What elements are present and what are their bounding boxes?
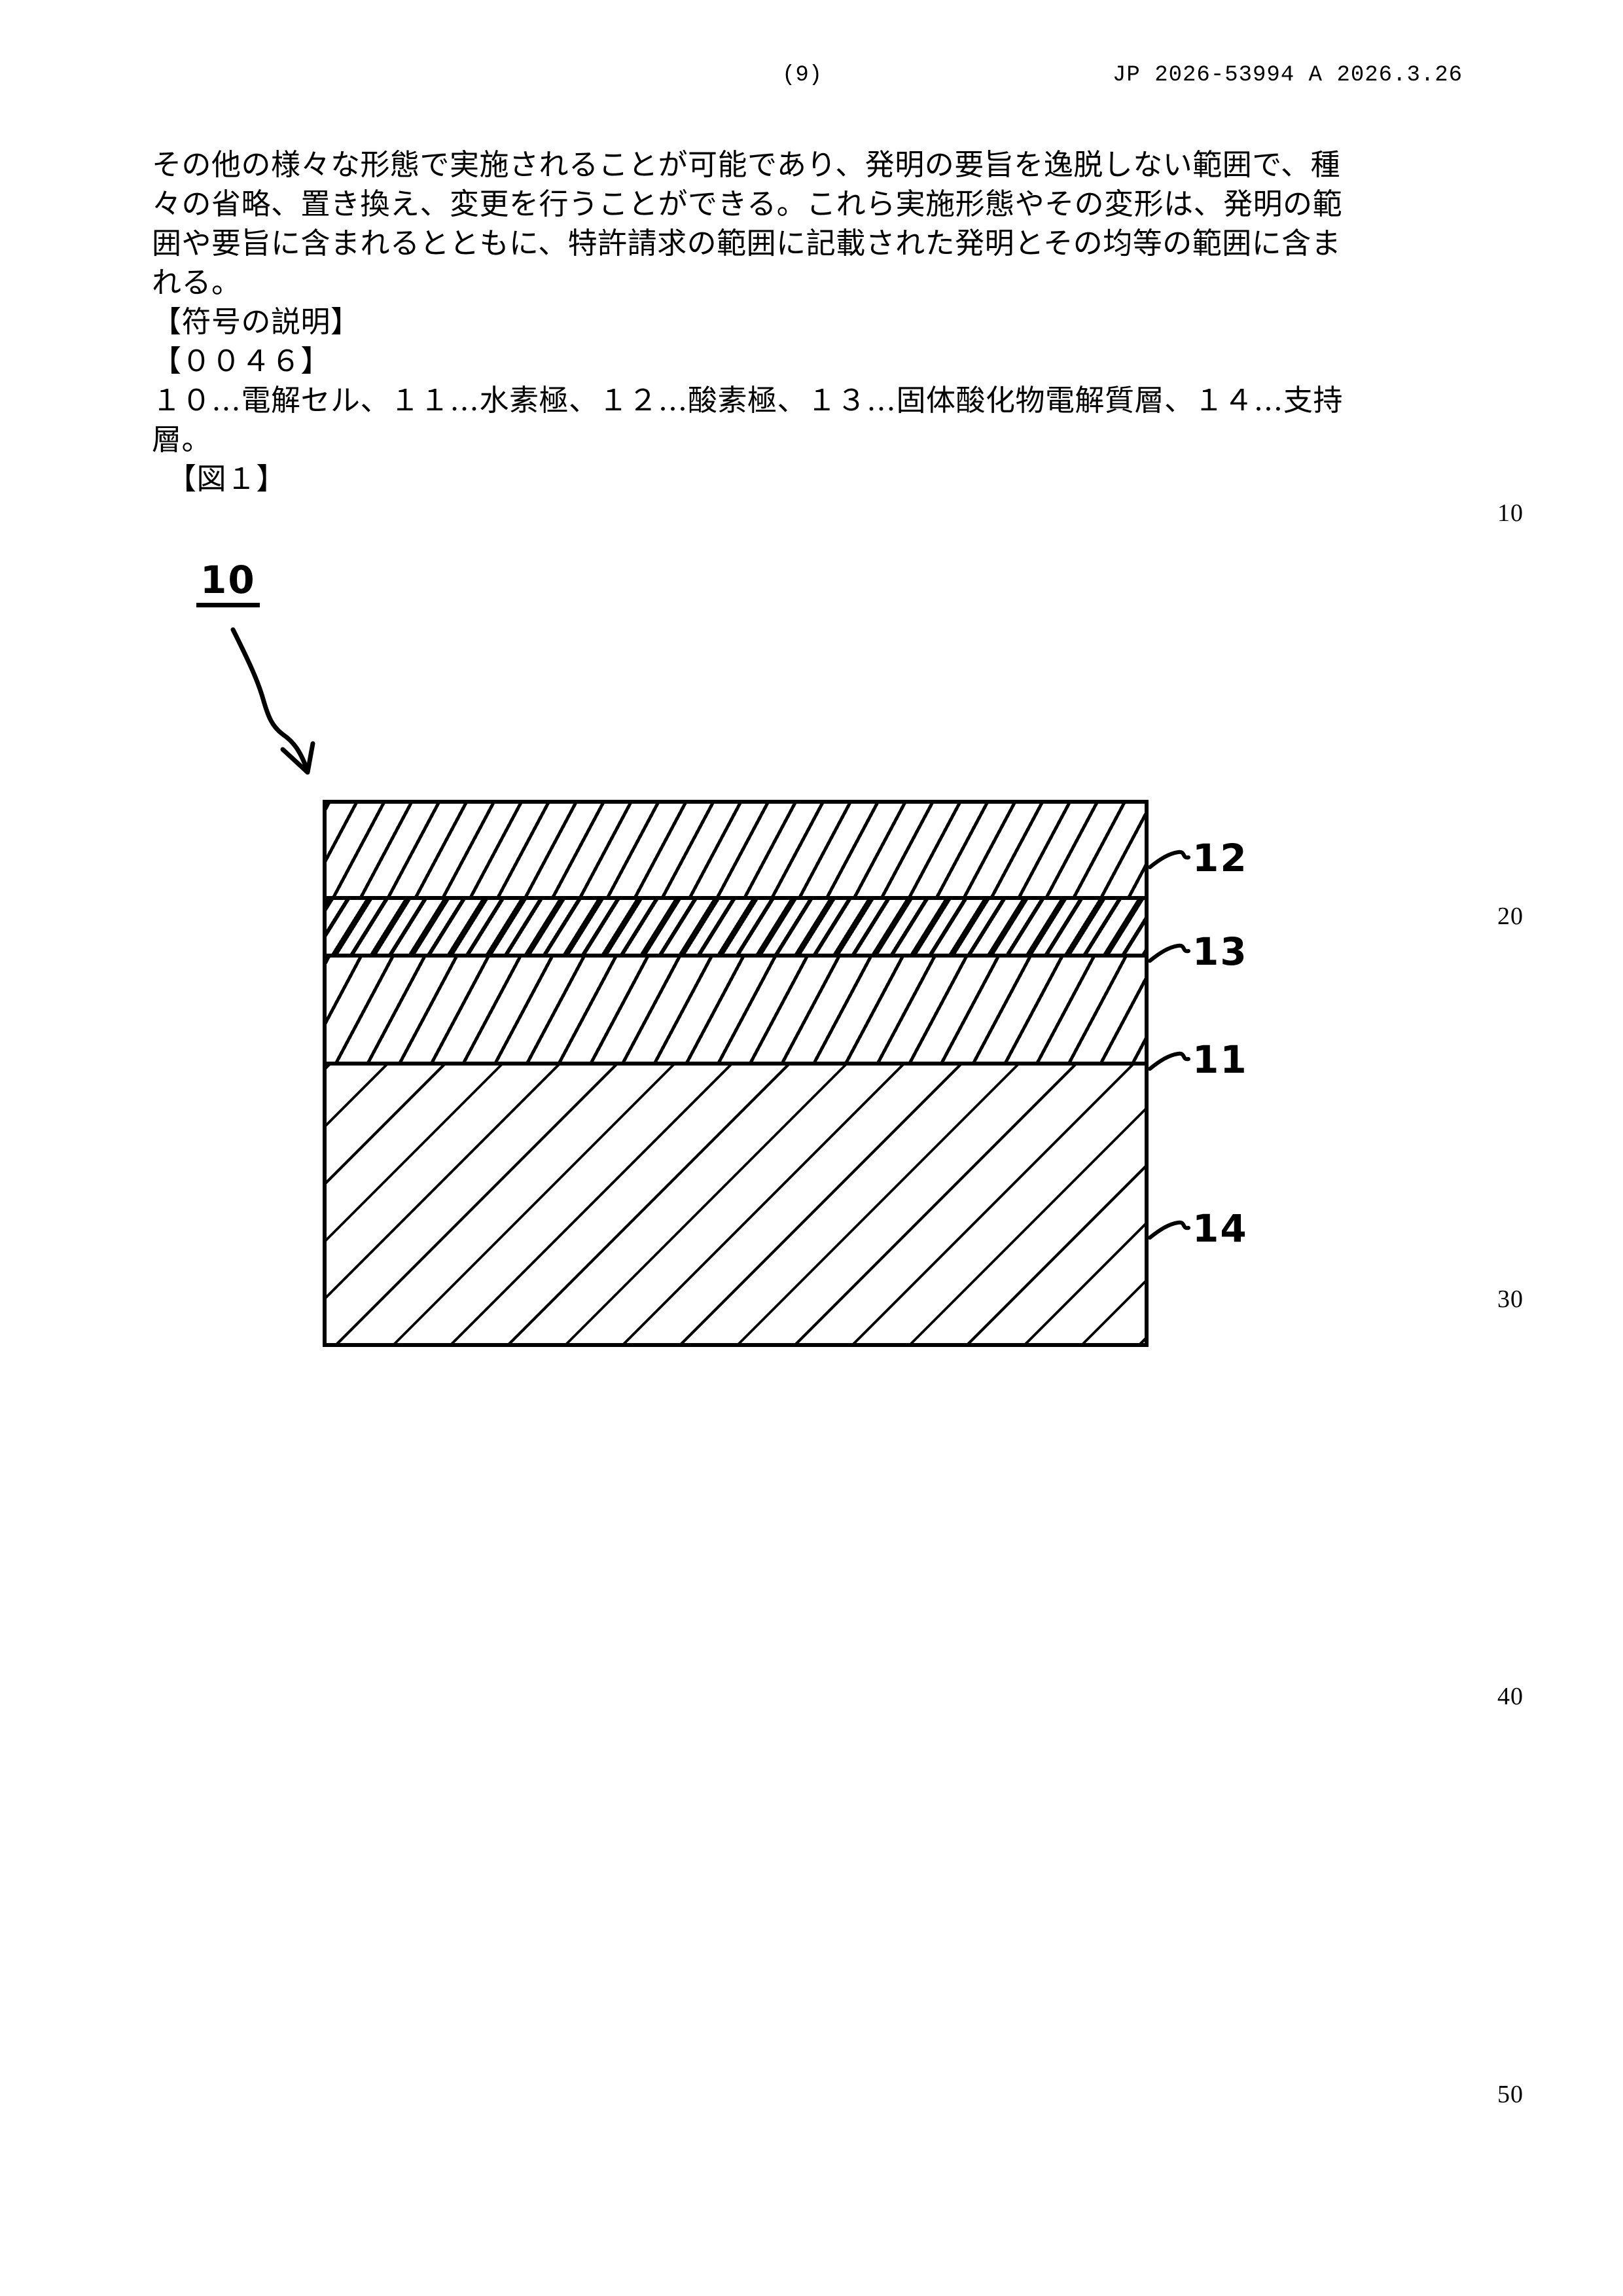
body-line: れる。: [152, 265, 241, 300]
publication-identifier: JP 2026-53994 A 2026.3.26: [1113, 63, 1463, 88]
callout-leader-14: [1148, 1220, 1190, 1240]
callout-leader-12: [1148, 850, 1190, 869]
page-number: (9): [782, 63, 823, 88]
callout-leader-13: [1148, 943, 1190, 963]
margin-line-number-10: 10: [1497, 499, 1524, 527]
margin-line-number-20: 20: [1497, 903, 1524, 930]
callout-leader-11: [1148, 1051, 1190, 1071]
margin-line-number-50: 50: [1497, 2081, 1524, 2108]
layer-support-14: [327, 1066, 1145, 1343]
assembly-leader-arrow-head: [280, 741, 315, 775]
body-line: 囲や要旨に含まれるとともに、特許請求の範囲に記載された発明とその均等の範囲に含ま: [152, 226, 1342, 260]
margin-line-number-40: 40: [1497, 1683, 1524, 1710]
body-line: 々の省略、置き換え、変更を行うことができる。これら実施形態やその変形は、発明の範: [152, 187, 1343, 221]
body-text-block: その他の様々な形態で実施されることが可能であり、発明の要旨を逸脱しない範囲で、種…: [152, 145, 1474, 499]
callout-label-11: 11: [1192, 1037, 1248, 1082]
callout-label-13: 13: [1192, 929, 1248, 974]
legend-entries-continuation: 層。: [152, 422, 212, 457]
legend-entries-line: １０…電解セル、１１…水素極、１２…酸素極、１３…固体酸化物電解質層、１４…支持: [152, 383, 1344, 418]
paragraph-number: 【００４６】: [152, 344, 331, 378]
layer-hydrogen-electrode-11: [327, 958, 1145, 1066]
page-header: (9) JP 2026-53994 A 2026.3.26: [0, 63, 1623, 102]
body-line: その他の様々な形態で実施されることが可能であり、発明の要旨を逸脱しない範囲で、種: [152, 147, 1340, 182]
layer-oxygen-electrode-12: [327, 804, 1145, 900]
electrolysis-cell-cross-section: [323, 800, 1149, 1347]
assembly-reference-label: 10: [196, 560, 260, 607]
callout-label-14: 14: [1192, 1206, 1248, 1251]
callout-label-12: 12: [1192, 836, 1248, 880]
assembly-leader-arrow-curve: [230, 627, 310, 774]
layer-solid-oxide-electrolyte-13: [327, 900, 1145, 958]
figure-caption: 【図１】: [152, 461, 287, 496]
legend-heading: 【符号の説明】: [152, 304, 361, 339]
margin-line-number-30: 30: [1497, 1285, 1524, 1313]
